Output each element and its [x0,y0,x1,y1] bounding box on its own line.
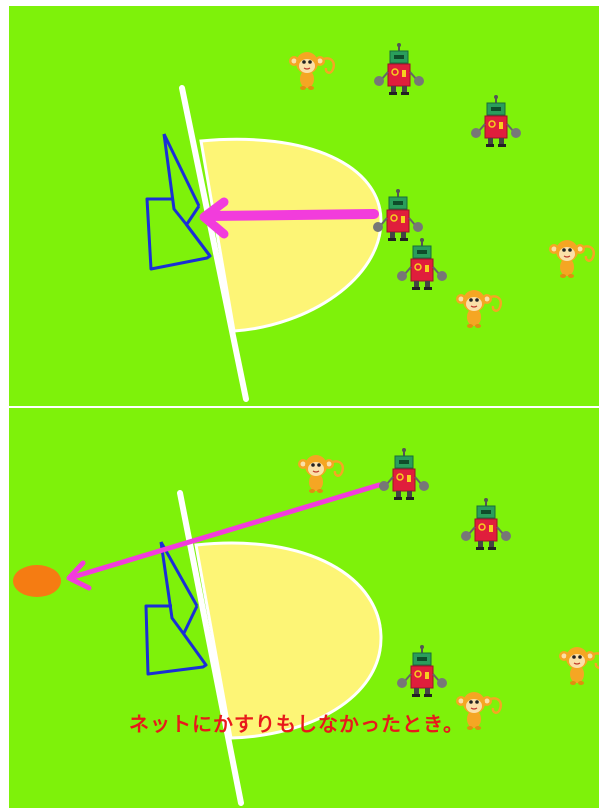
goal-icon [147,134,210,269]
robot-icon [397,645,447,697]
monkey-icon [549,240,594,278]
robot-icon [397,238,447,290]
robot-icon [461,498,511,550]
goal-icon [146,542,206,674]
caption-text: ネットにかすりもしなかったとき。 [129,708,464,737]
robot-icon [471,95,521,147]
monkey-icon [289,52,334,90]
robot-icon [379,448,429,500]
ball-icon [13,565,61,597]
top-scene-canvas [9,6,599,406]
bottom-scene: ネットにかすりもしなかったとき。 [9,408,599,808]
monkey-icon [456,290,501,328]
bottom-scene-canvas [9,408,599,808]
top-scene [9,6,599,406]
robot-icon [374,43,424,95]
monkey-icon [298,455,343,493]
monkey-icon [559,647,599,685]
